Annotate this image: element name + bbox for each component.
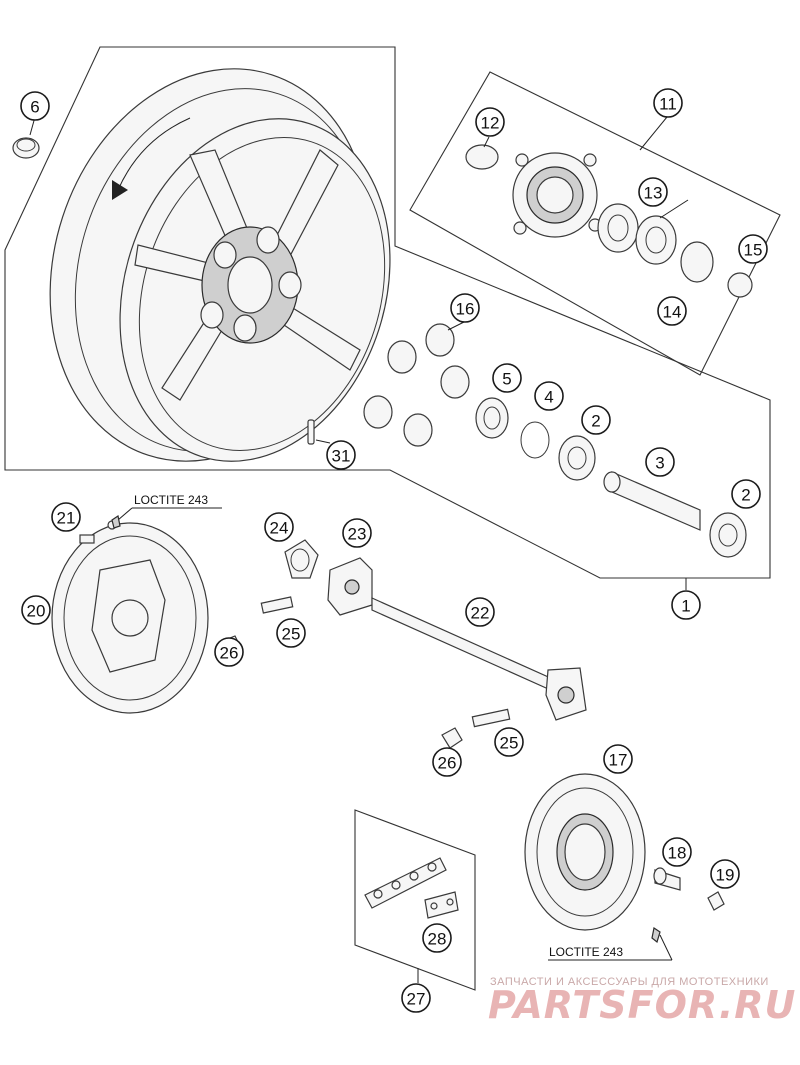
callout-number: 17 <box>609 751 628 770</box>
callout-17: 17 <box>603 744 633 774</box>
callout-number: 31 <box>332 447 351 466</box>
loctite-note-top-text: LOCTITE 243 <box>134 493 208 507</box>
callout-number: 26 <box>438 754 457 773</box>
wheel-group-frame <box>4 46 771 579</box>
callout-number: 6 <box>30 98 39 117</box>
callout-1: 1 <box>671 590 701 620</box>
callout-16: 16 <box>450 293 480 323</box>
callout-12: 12 <box>475 107 505 137</box>
callout-19: 19 <box>710 859 740 889</box>
watermark-brand: PARTSFOR.RU <box>488 983 796 1027</box>
callout-24: 24 <box>264 512 294 542</box>
callout-number: 13 <box>644 184 663 203</box>
callout-leaders <box>29 116 689 444</box>
chain-group-frame <box>354 809 476 991</box>
callout-number: 4 <box>544 388 553 407</box>
callout-5: 5 <box>492 363 522 393</box>
callout-number: 15 <box>744 241 763 260</box>
callout-number: 26 <box>220 644 239 663</box>
callout-number: 24 <box>270 519 289 538</box>
callout-number: 11 <box>659 95 677 114</box>
callout-26: 26 <box>214 637 244 667</box>
callout-number: 2 <box>741 486 750 505</box>
callout-13: 13 <box>638 177 668 207</box>
callout-number: 20 <box>27 602 46 621</box>
callout-3: 3 <box>645 447 675 477</box>
part-6-cap <box>12 137 40 159</box>
callout-28: 28 <box>422 923 452 953</box>
callout-number: 1 <box>681 597 690 616</box>
callout-number: 27 <box>407 990 426 1009</box>
callout-number: 3 <box>655 454 664 473</box>
callout-number: 5 <box>502 370 511 389</box>
callout-25: 25 <box>276 618 306 648</box>
wheel-spacers <box>363 323 470 447</box>
axle-nut-and-adjusters <box>223 539 373 653</box>
hub-bearings <box>475 397 747 558</box>
drive-chain <box>364 857 459 919</box>
sprocket-carrier <box>465 144 753 298</box>
watermark: ЗАПЧАСТИ И АКСЕССУАРЫ ДЛЯ МОТОТЕХНИКИ PA… <box>488 976 796 1027</box>
callout-number: 21 <box>57 509 76 528</box>
callout-26: 26 <box>432 747 462 777</box>
callout-2: 2 <box>731 479 761 509</box>
callout-number: 19 <box>716 866 735 885</box>
callout-4: 4 <box>534 381 564 411</box>
callout-25: 25 <box>494 727 524 757</box>
callout-number: 25 <box>282 625 301 644</box>
loctite-note-top: LOCTITE 243 <box>111 493 222 529</box>
callout-15: 15 <box>738 234 768 264</box>
callout-number: 23 <box>348 525 367 544</box>
callout-31: 31 <box>326 440 356 470</box>
loctite-note-bottom: LOCTITE 243 <box>548 934 673 961</box>
rear-axle <box>371 597 587 749</box>
callout-23: 23 <box>342 518 372 548</box>
callout-number: 22 <box>471 604 490 623</box>
callout-2: 2 <box>581 405 611 435</box>
callout-20: 20 <box>21 595 51 625</box>
callout-number: 28 <box>428 930 447 949</box>
callout-number: 25 <box>500 734 519 753</box>
sprocket-carrier-frame <box>409 71 781 376</box>
callout-14: 14 <box>657 296 687 326</box>
callout-6: 6 <box>20 91 50 121</box>
callout-number: 12 <box>481 114 500 133</box>
callout-27: 27 <box>401 983 431 1013</box>
callout-18: 18 <box>662 837 692 867</box>
loctite-note-bottom-text: LOCTITE 243 <box>549 945 623 959</box>
callout-11: 11 <box>653 88 683 118</box>
rear-wheel <box>49 68 391 462</box>
watermark-subtitle: ЗАПЧАСТИ И АКСЕССУАРЫ ДЛЯ МОТОТЕХНИКИ <box>490 976 769 988</box>
callout-number: 14 <box>663 303 682 322</box>
callout-number: 2 <box>591 412 600 431</box>
callout-number: 16 <box>456 300 475 319</box>
rear-sprocket <box>524 773 725 944</box>
brake-disc <box>51 520 209 714</box>
callout-22: 22 <box>465 597 495 627</box>
callout-21: 21 <box>51 502 81 532</box>
callout-number: 18 <box>668 844 687 863</box>
